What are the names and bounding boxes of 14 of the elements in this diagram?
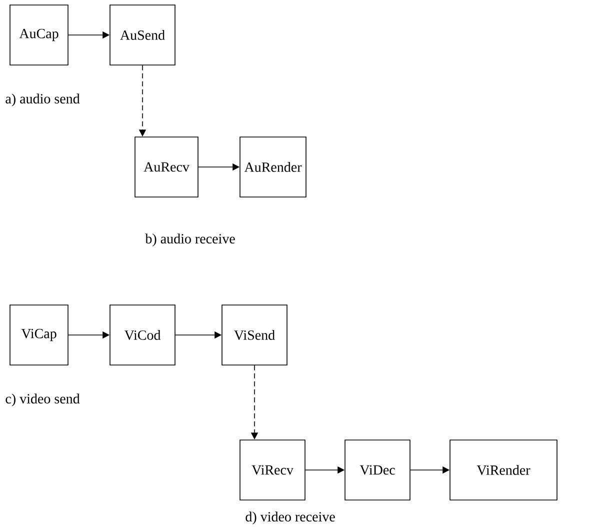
process-box: AuSend — [110, 4, 176, 66]
process-box: ViSend — [222, 304, 288, 366]
caption: b) audio receive — [145, 234, 235, 246]
caption: c) video send — [6, 394, 80, 406]
process-box: ViCod — [110, 304, 176, 366]
process-box: ViRecv — [240, 440, 306, 500]
process-box: AuRender — [240, 136, 306, 198]
process-box: AuRecv — [134, 136, 198, 198]
process-box: ViDec — [344, 440, 410, 500]
process-box: AuCap — [10, 4, 68, 66]
process-box: ViCap — [10, 304, 68, 366]
process-box: ViRender — [450, 440, 558, 500]
caption: d) video receive — [246, 512, 335, 524]
caption: a) audio send — [6, 94, 80, 106]
